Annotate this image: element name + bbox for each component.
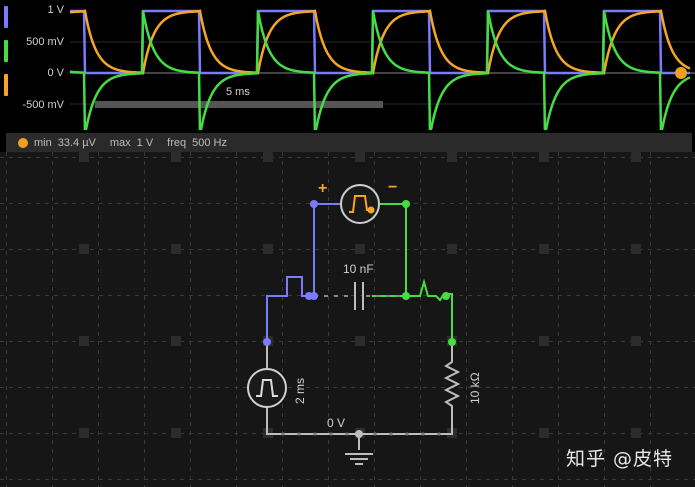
circuit-canvas[interactable]: + − 10 nF 2 ms 10 kΩ 0 V 知乎 @皮特 — [0, 152, 695, 487]
watermark: 知乎 @皮特 — [566, 448, 674, 470]
wire-input-node[interactable] — [266, 203, 341, 342]
probe-meter[interactable] — [340, 184, 380, 224]
ground-symbol[interactable] — [345, 453, 373, 465]
channel-marker-capacitor[interactable] — [4, 74, 8, 96]
input-voltage-trace — [70, 9, 690, 75]
capacitor[interactable] — [314, 282, 406, 310]
probe-minus-label: − — [388, 179, 398, 196]
circuit-diagram — [0, 152, 695, 487]
min-value: 33.4 µV — [57, 136, 96, 149]
resistor-voltage-trace — [69, 10, 691, 130]
channel-marker-resistor[interactable] — [4, 40, 8, 62]
wire-resistor-node[interactable] — [372, 203, 453, 342]
trace-cursor[interactable] — [675, 67, 687, 79]
y-tick-label: 0 V — [47, 67, 64, 79]
selected-channel-dot — [18, 137, 28, 148]
pulse-source[interactable] — [247, 342, 287, 408]
probe-plus-label: + — [318, 180, 328, 197]
ground-voltage-label: 0 V — [327, 416, 346, 430]
measurement-bar: min 33.4 µV max 1 V freq 500 Hz — [6, 133, 692, 152]
y-tick-label: 500 mV — [26, 36, 64, 48]
capacitor-label: 10 nF — [343, 262, 374, 276]
oscilloscope-plot — [69, 9, 695, 130]
y-tick-label: 1 V — [47, 4, 64, 16]
time-scale-label: 5 ms — [226, 86, 250, 98]
breadboard-grid — [0, 152, 695, 487]
freq-label: freq — [167, 136, 187, 149]
max-value: 1 V — [136, 136, 154, 149]
circuit-nodes[interactable] — [263, 200, 456, 438]
resistor-label: 10 kΩ — [468, 372, 482, 404]
resistor[interactable] — [443, 342, 461, 412]
channel-marker-input[interactable] — [4, 6, 8, 28]
time-scale-bar — [95, 101, 383, 108]
max-label: max — [109, 136, 131, 149]
ground-wire-dots — [281, 432, 441, 436]
y-tick-label: -500 mV — [22, 99, 64, 111]
freq-value: 500 Hz — [192, 136, 227, 149]
min-label: min — [34, 136, 52, 149]
source-label: 2 ms — [293, 377, 307, 404]
oscilloscope-panel[interactable]: 1 V 500 mV 0 V -500 mV 5 ms — [0, 0, 695, 130]
